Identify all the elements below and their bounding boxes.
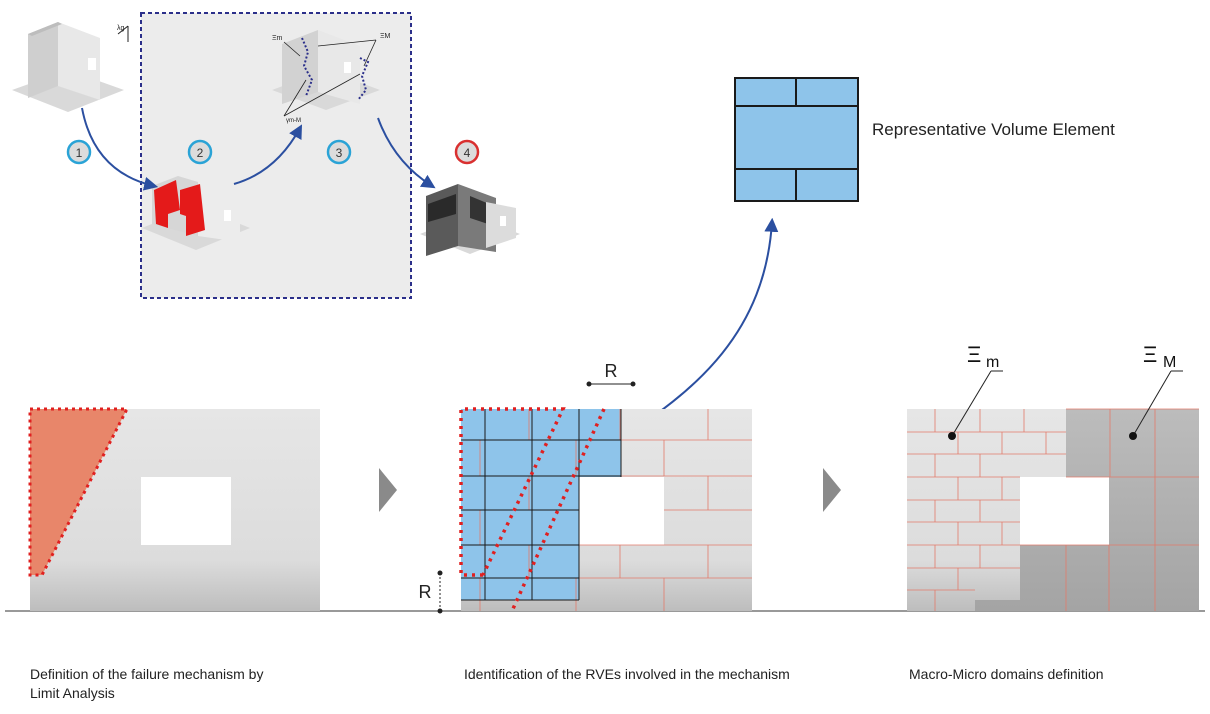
- xi-m-small-label: Ξm: [272, 35, 283, 42]
- xi-m-subscript: m: [986, 354, 999, 371]
- xi-M-small-label: ΞM: [380, 33, 391, 40]
- next-step-arrow-1: [379, 468, 397, 512]
- process-arrows: [81, 107, 436, 191]
- xi-M-subscript: M: [1163, 354, 1176, 371]
- xi-M-domain-label: Ξ M: [1129, 342, 1183, 440]
- rve-block: [734, 77, 859, 202]
- next-step-arrow-2: [823, 468, 841, 512]
- step-badge-1: 1: [66, 139, 92, 165]
- gravity-arrow-icon: λg: [117, 25, 129, 42]
- building-model-4: [420, 184, 520, 256]
- xi-m-symbol: Ξ: [967, 342, 981, 367]
- gamma-label: γm-M: [286, 118, 301, 124]
- caption-failure-mechanism: Definition of the failure mechanism by L…: [30, 665, 263, 703]
- rve-title: Representative Volume Element: [872, 120, 1115, 139]
- wall-failure-mechanism: [28, 407, 320, 611]
- mechanism-dotted-outline: [459, 407, 606, 612]
- caption-failure-line1: Definition of the failure mechanism by: [30, 666, 264, 682]
- wall-rve-identification: R R: [419, 361, 752, 614]
- dashed-process-frame: [140, 12, 412, 299]
- step-badge-3: 3: [326, 139, 352, 165]
- step-number-3: 3: [336, 146, 343, 160]
- caption-macro-micro: Macro-Micro domains definition: [909, 666, 1104, 682]
- mortar-joints-wall-3: [907, 408, 1199, 611]
- r-dimension-vertical: R: [419, 570, 443, 614]
- xi-M-symbol: Ξ: [1143, 342, 1157, 367]
- step-badge-4: 4: [454, 139, 480, 165]
- r-horizontal-label: R: [605, 361, 618, 381]
- r-dimension-horizontal: R: [586, 361, 636, 387]
- caption-failure-line2: Limit Analysis: [30, 685, 115, 701]
- building-model-2: [142, 176, 250, 250]
- r-vertical-label: R: [419, 582, 432, 602]
- step-badge-2: 2: [187, 139, 213, 165]
- wall-macro-micro-domains: Ξ m Ξ M: [907, 342, 1199, 611]
- step-number-2: 2: [197, 146, 204, 160]
- step-number-1: 1: [76, 146, 83, 160]
- xi-m-domain-label: Ξ m: [948, 342, 1003, 440]
- building-model-1: [12, 22, 124, 112]
- caption-rve-identification: Identification of the RVEs involved in t…: [464, 666, 790, 682]
- step-number-4: 4: [464, 146, 471, 160]
- gravity-label: λg: [117, 25, 125, 32]
- rve-grid-lines: [461, 409, 622, 601]
- building-model-3: Ξm ΞM γm-M: [272, 30, 391, 124]
